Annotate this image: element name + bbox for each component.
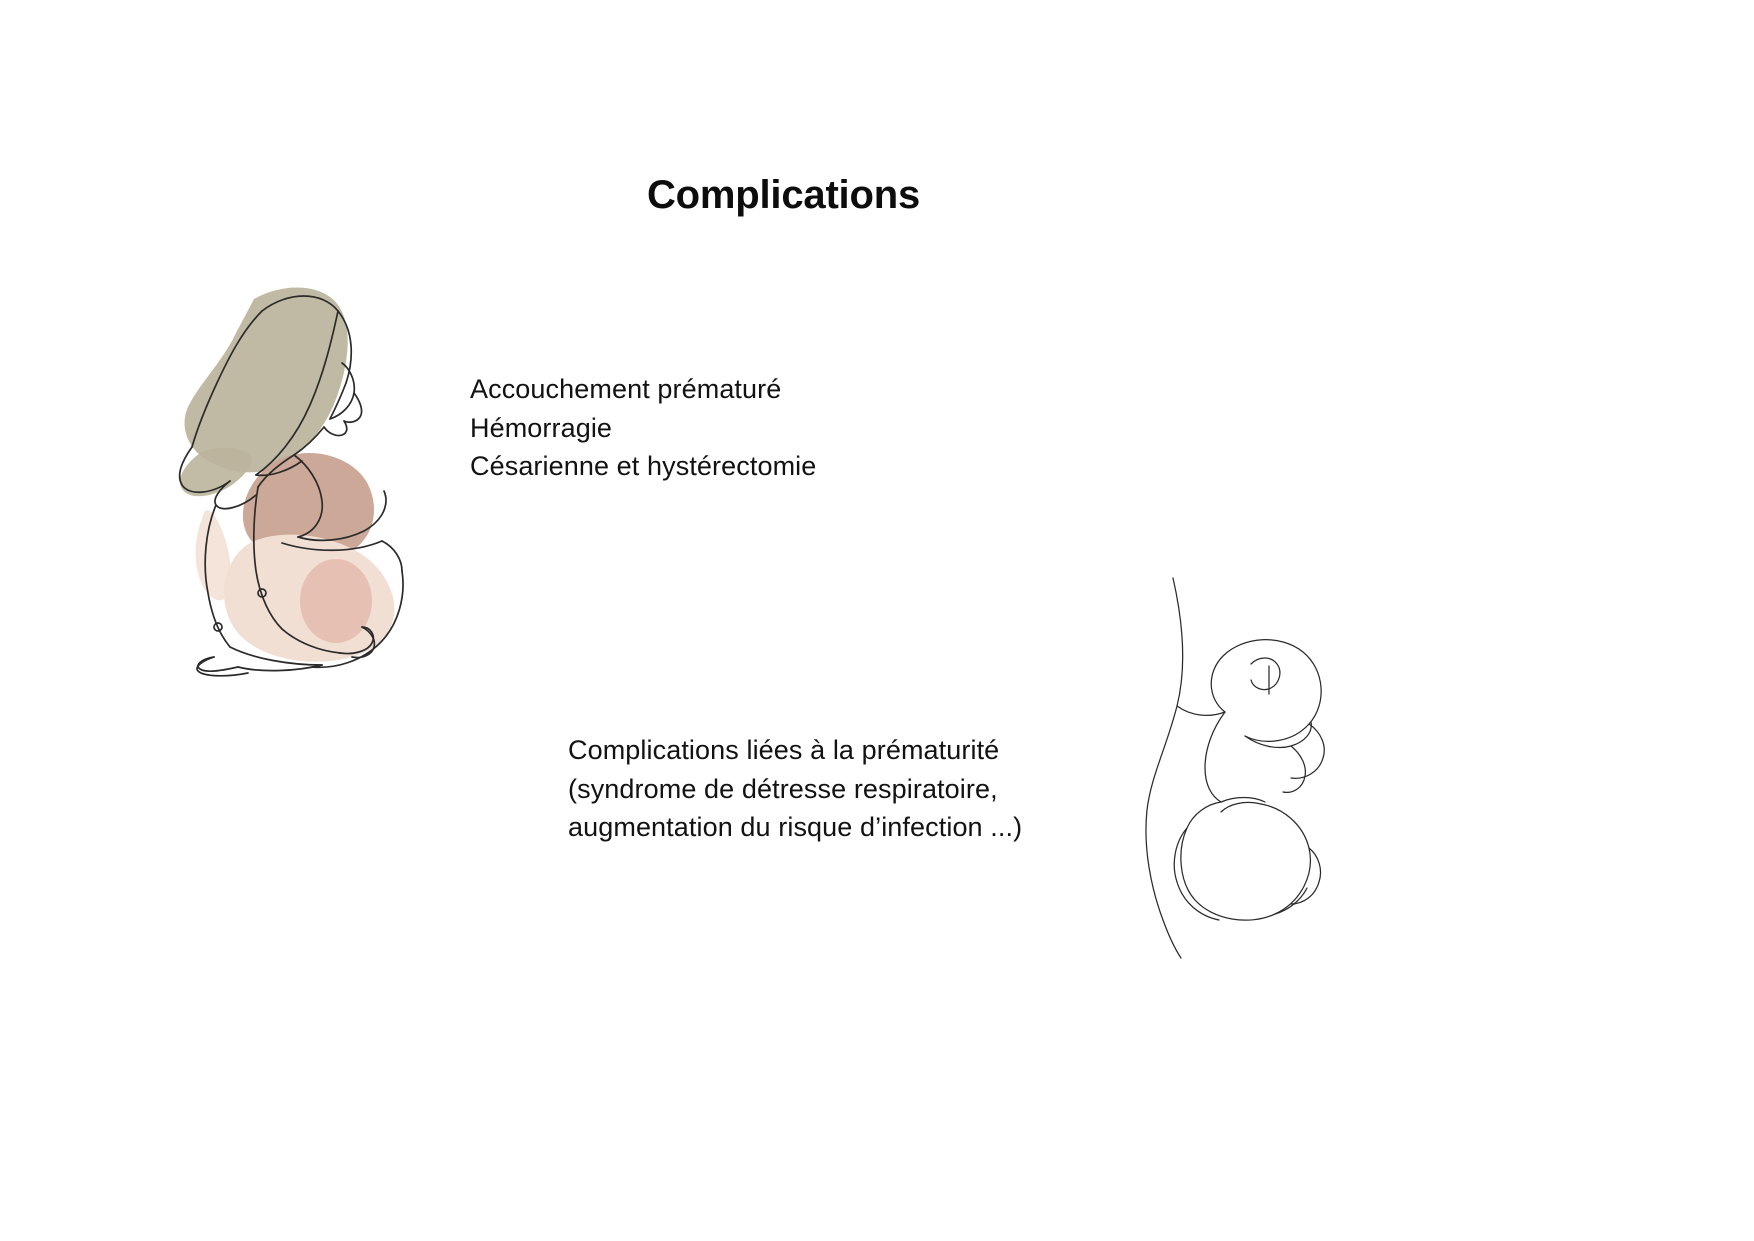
illustration-color-shapes bbox=[180, 287, 395, 662]
illustration-contour-lines bbox=[178, 295, 404, 677]
fetus-contour-lines bbox=[1145, 577, 1325, 959]
prematurity-complications-note: Complications liées à la prématurité (sy… bbox=[568, 735, 1023, 842]
pregnant-woman-illustration bbox=[158, 275, 448, 685]
fetus-illustration bbox=[1125, 570, 1375, 960]
complications-list: Accouchement prématuré Hémorragie Césari… bbox=[470, 374, 817, 481]
page-title: Complications bbox=[647, 173, 920, 217]
